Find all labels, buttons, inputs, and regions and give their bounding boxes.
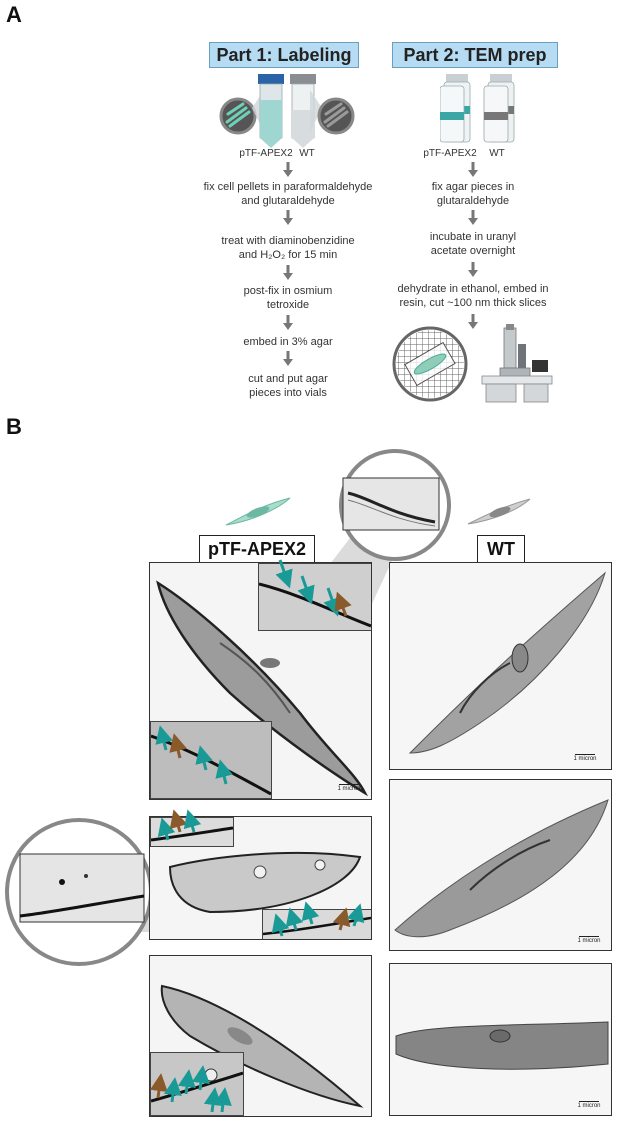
vial-ptf-icon [440, 74, 471, 143]
micrograph-ptf-1: 1 micron [149, 562, 372, 800]
part1-step-5-line2: pieces into vials [249, 387, 327, 399]
tube-label-ptf: pTF-APEX2 [239, 148, 293, 159]
cell-wt-icon [467, 498, 531, 525]
part2-vials-illustration [440, 74, 515, 143]
inset-ptf-1-top [258, 563, 371, 631]
cell-ptf-icon [225, 497, 291, 526]
magnifier-left-icon [219, 90, 264, 135]
inset-ptf-2-bottom [262, 909, 371, 939]
part2-step-1-line2: glutaraldehyde [436, 195, 510, 207]
micrograph-ptf-3 [149, 955, 372, 1117]
micrograph-wt-1: 1 micron [389, 562, 612, 770]
part1-arrow-3 [283, 265, 293, 280]
part2-step-2-line1: incubate in uranyl [429, 231, 517, 243]
vial-label-ptf: pTF-APEX2 [423, 148, 477, 159]
part2-step-3-line1: dehydrate in ethanol, embed in [397, 283, 549, 295]
part1-arrow-2 [283, 210, 293, 225]
part1-step-4: embed in 3% agar [243, 336, 333, 348]
tube-label-wt: WT [299, 148, 315, 159]
part1-step-1-line2: and glutaraldehyde [241, 195, 335, 207]
micrograph-wt-2: 1 micron [389, 779, 612, 951]
part1-arrow-1 [283, 162, 293, 177]
part1-step-3-line2: tetroxide [266, 299, 310, 311]
part1-step-2-line2: and H₂O₂ for 15 min [238, 249, 338, 261]
panel-a-letter: A [6, 2, 22, 27]
inset-ptf-1-bottom [150, 721, 272, 799]
part1-header: Part 1: Labeling [209, 42, 359, 68]
micrograph-wt-3: 1 micron [389, 963, 612, 1116]
scale-bar-ptf-1: 1 micron [337, 784, 361, 792]
part1-step-5-line1: cut and put agar [248, 373, 328, 385]
part1-tubes-illustration [219, 74, 355, 148]
part1-arrow-4 [283, 315, 293, 330]
part2-step-3-line2: resin, cut ~100 nm thick slices [399, 297, 547, 309]
part1-step-2-line1: treat with diaminobenzidine [221, 235, 355, 247]
vial-wt-icon [483, 74, 515, 143]
part2-arrow-1 [468, 162, 478, 177]
inset-ptf-2-top [150, 817, 234, 847]
part1-step-1-line1: fix cell pellets in paraformaldehyde [203, 181, 373, 193]
label-wt: WT [477, 535, 525, 565]
part2-arrow-3 [468, 262, 478, 277]
part2-arrow-4 [468, 314, 478, 329]
tem-grid-icon [392, 326, 468, 402]
part1-arrow-5 [283, 351, 293, 366]
part1-step-3-line1: post-fix in osmium [243, 285, 333, 297]
part2-arrow-2 [468, 210, 478, 225]
magnifier-right-icon [310, 90, 355, 135]
scale-bar-wt-2: 1 micron [577, 936, 601, 944]
panel-b-letter: B [6, 414, 22, 439]
tem-microscope-icon [481, 324, 553, 403]
part2-step-1-line1: fix agar pieces in [431, 181, 515, 193]
micrograph-ptf-2 [149, 816, 372, 940]
scale-bar-wt-3: 1 micron [577, 1101, 601, 1109]
part2-step-2-line2: acetate overnight [430, 245, 516, 257]
tube-wt-icon [290, 74, 316, 148]
part2-header: Part 2: TEM prep [392, 42, 558, 68]
tube-ptf-icon [258, 74, 284, 148]
inset-ptf-3 [150, 1052, 244, 1116]
label-ptf-apex2: pTF-APEX2 [199, 535, 315, 565]
scale-bar-wt-1: 1 micron [573, 754, 597, 762]
vial-label-wt: WT [489, 148, 505, 159]
